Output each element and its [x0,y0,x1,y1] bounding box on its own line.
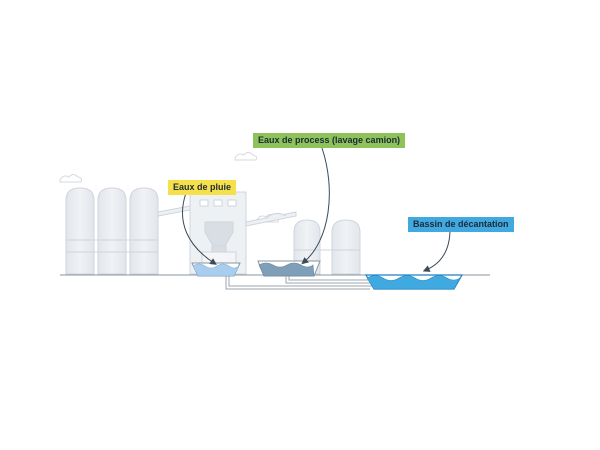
rain-water-pit [191,262,241,277]
silo [129,187,159,275]
conveyor-left [157,205,191,217]
rain-arrow-icon [182,192,217,265]
silo-group-left [65,187,159,275]
silo [331,219,361,275]
conveyor-right [245,211,297,227]
cloud-icon [234,152,258,161]
silo [97,187,127,275]
drain-pipes [225,276,372,290]
rain-water-label: Eaux de pluie [168,180,237,195]
mixing-plant [189,191,247,275]
basin-arrow-icon [422,228,451,272]
settling-basin [364,274,464,290]
settling-basin-label: Bassin de décantation [408,217,514,232]
process-water-pit [257,260,321,277]
process-water-label: Eaux de process (lavage camion) [253,133,406,148]
process-arrow-icon [301,147,330,265]
silo [65,187,95,275]
cloud-icon [59,174,83,183]
